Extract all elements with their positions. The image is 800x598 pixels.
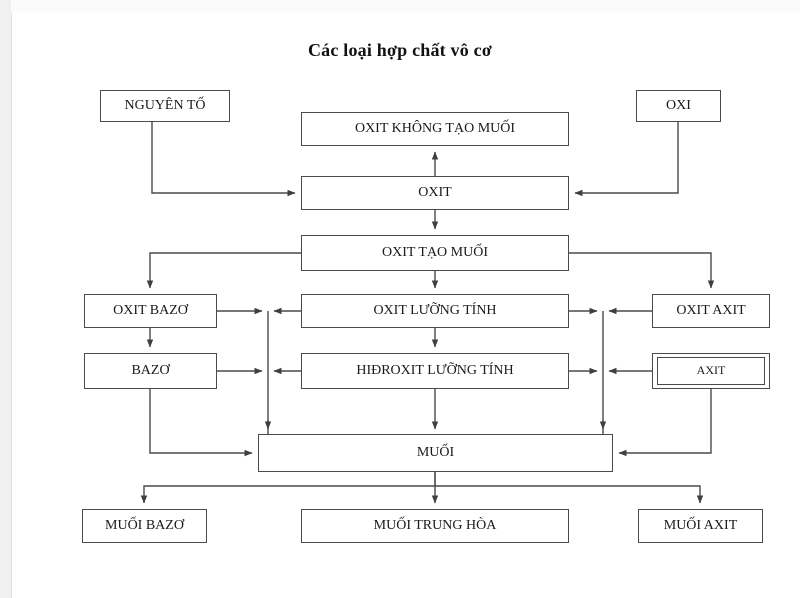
node-label: OXIT: [418, 185, 452, 201]
node-label: MUỐI AXIT: [663, 518, 738, 534]
node-label: AXIT: [657, 357, 765, 385]
page-title: Các loại hợp chất vô cơ: [307, 40, 493, 60]
edge-axit-to-muoi: [618, 389, 712, 457]
node-muoi-axit[interactable]: MUỐI AXIT: [638, 509, 763, 543]
page-gutter-left: [0, 0, 12, 598]
node-oxit-luong-tinh[interactable]: OXIT LƯỠNG TÍNH: [301, 294, 569, 328]
node-oxit-axit[interactable]: OXIT AXIT: [652, 294, 770, 328]
node-label: MUỐI BAZƠ: [105, 518, 184, 534]
node-oxit-bazo[interactable]: OXIT BAZƠ: [84, 294, 217, 328]
node-bazo[interactable]: BAZƠ: [84, 353, 217, 389]
edge-bazo-to-muoi: [149, 389, 253, 457]
node-muoi-trung-hoa[interactable]: MUỐI TRUNG HÒA: [301, 509, 569, 543]
node-label: OXIT KHÔNG TẠO MUỐI: [354, 121, 516, 137]
node-label: OXIT LƯỠNG TÍNH: [373, 303, 497, 319]
edge-oxi-to-oxit: [574, 122, 679, 197]
node-axit[interactable]: AXIT: [652, 353, 770, 389]
node-oxit-tao-muoi[interactable]: OXIT TẠO MUỐI: [301, 235, 569, 271]
node-label: OXIT TẠO MUỐI: [381, 245, 489, 261]
edge-oxittaomuoi-to-oxitaxit: [569, 252, 715, 289]
node-nguyen-to[interactable]: NGUYÊN TỐ: [100, 90, 230, 122]
node-label: MUỐI: [416, 445, 455, 461]
node-label: HIĐROXIT LƯỠNG TÍNH: [356, 363, 514, 379]
node-oxit-khong-tao-muoi[interactable]: OXIT KHÔNG TẠO MUỐI: [301, 112, 569, 146]
node-label: BAZƠ: [131, 363, 170, 379]
edge-nguyento-to-oxit: [151, 122, 296, 197]
node-oxit[interactable]: OXIT: [301, 176, 569, 210]
node-label: MUỐI TRUNG HÒA: [373, 518, 497, 534]
node-label: NGUYÊN TỐ: [124, 98, 206, 114]
node-muoi-bazo[interactable]: MUỐI BAZƠ: [82, 509, 207, 543]
edge-oxittaomuoi-to-oxitbazo: [146, 252, 301, 289]
page-gutter-top: [11, 0, 800, 12]
node-label: OXIT AXIT: [676, 303, 746, 319]
node-hidroxit-luong-tinh[interactable]: HIĐROXIT LƯỠNG TÍNH: [301, 353, 569, 389]
node-oxi[interactable]: OXI: [636, 90, 721, 122]
node-label: OXI: [666, 98, 691, 114]
node-label: OXIT BAZƠ: [113, 303, 188, 319]
edge-muoi-to-muoiaxit: [435, 485, 704, 504]
edge-muoi-to-muoibazo: [140, 472, 436, 504]
node-muoi[interactable]: MUỐI: [258, 434, 613, 472]
